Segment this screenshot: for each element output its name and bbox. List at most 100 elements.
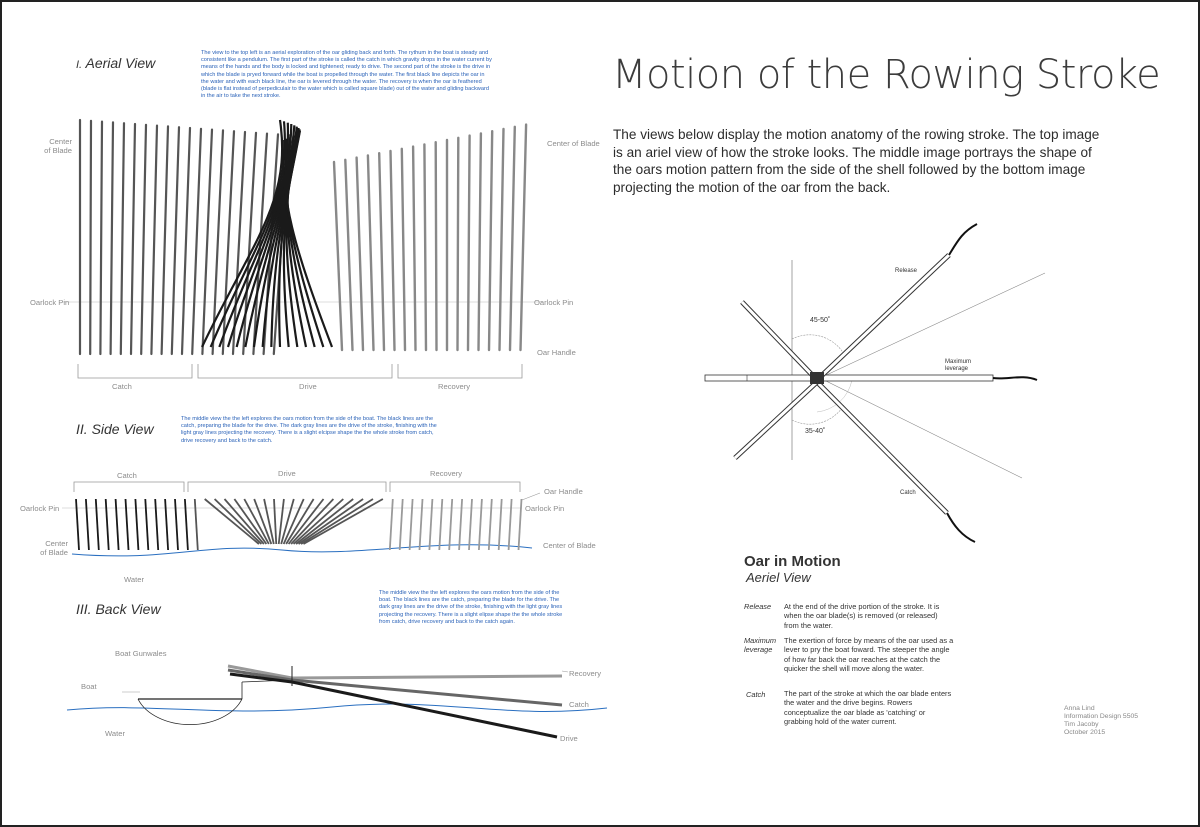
motion-blade-catch	[946, 512, 976, 543]
aerial-oar-catch	[150, 124, 159, 356]
side-oar	[213, 498, 263, 545]
side-oar	[295, 498, 354, 545]
side-handle-leader	[521, 492, 541, 501]
side-oar	[438, 498, 444, 551]
motion-guide-upper	[819, 272, 1046, 379]
back-label-boat: Boat	[81, 682, 97, 691]
aerial-oar-recovery	[508, 125, 516, 352]
side-oars	[75, 498, 523, 551]
side-water-line	[71, 544, 533, 557]
side-oar	[253, 498, 273, 545]
motion-angle-arc-bottom	[791, 404, 845, 425]
aerial-oar-drive	[286, 135, 308, 348]
aerial-oar-catch	[211, 129, 225, 356]
side-oar	[85, 498, 90, 551]
aerial-oar-drive	[282, 133, 300, 348]
side-oar	[104, 498, 110, 551]
credit-course: Information Design 5505	[1064, 713, 1139, 720]
side-oar	[154, 498, 160, 551]
side-oar	[282, 498, 305, 545]
motion-oarlock	[810, 372, 824, 384]
side-oar	[174, 498, 179, 551]
aerial-oar-catch	[170, 126, 181, 356]
aerial-oar-catch	[99, 120, 104, 356]
motion-angle-arc-top	[791, 334, 845, 355]
aerial-oar-drive	[285, 134, 299, 348]
back-water-line	[66, 703, 608, 712]
side-oar	[193, 498, 199, 551]
side-oar	[388, 498, 394, 551]
aerial-view-diagram	[62, 118, 542, 379]
side-oar	[292, 498, 344, 545]
side-oar	[398, 498, 404, 551]
motion-label-max-leverage: Maximum leverage	[945, 359, 972, 372]
side-label-center-of-blade-right: Center of Blade	[543, 541, 596, 550]
aerial-oar-drive	[218, 122, 290, 348]
side-oar	[478, 498, 483, 551]
back-roman-numeral: III.	[76, 601, 92, 617]
side-oar	[243, 498, 270, 545]
back-oar-drive	[229, 672, 558, 739]
aerial-oar-catch	[140, 123, 148, 356]
aerial-oar-recovery	[344, 158, 354, 352]
intro-paragraph: The views below display the motion anato…	[613, 127, 1100, 195]
aerial-oar-recovery	[366, 154, 375, 352]
side-oar	[223, 498, 265, 545]
aerial-oar-recovery	[434, 140, 438, 352]
back-label-boat-gunwales: Boat Gunwales	[115, 649, 167, 658]
aerial-roman-numeral: I.	[76, 59, 83, 71]
side-phase-recovery: Recovery	[430, 469, 463, 478]
side-label-water: Water	[124, 575, 144, 584]
aerial-oar-recovery	[456, 136, 460, 352]
side-oar	[298, 498, 364, 545]
back-label-recovery: Recovery	[569, 669, 602, 678]
back-view-heading: III. Back View	[76, 601, 161, 617]
side-oar	[428, 498, 434, 551]
aerial-phase-recovery: Recovery	[438, 382, 471, 391]
side-oar	[184, 498, 189, 551]
motion-label-release: Release	[895, 268, 918, 274]
aerial-oar-recovery	[498, 127, 505, 352]
aerial-phase-catch: Catch	[112, 382, 132, 391]
back-description: The middle view the the left explores th…	[379, 590, 563, 625]
motion-guide-lower	[819, 377, 1023, 479]
motion-label-catch: Catch	[900, 490, 916, 496]
side-phase-drive: Drive	[278, 469, 296, 478]
aerial-oar-catch	[119, 122, 126, 356]
credits: Anna Lind Information Design 5505 Tim Ja…	[1064, 705, 1138, 737]
side-view-heading: II. Side View	[76, 421, 154, 437]
legend-def-release: At the end of the drive portion of the s…	[784, 602, 940, 630]
aerial-view-title: Aerial View	[85, 55, 156, 71]
aerial-label-oarlock-pin-right: Oarlock Pin	[534, 298, 574, 307]
motion-angle-bottom: 35-40˚	[805, 428, 826, 435]
side-oar	[94, 498, 100, 551]
aerial-oar-recovery	[487, 129, 494, 352]
aerial-label-oar-handle: Oar Handle	[537, 348, 576, 357]
back-oar-recovery	[227, 664, 563, 680]
aerial-oar-drive	[284, 138, 325, 348]
aerial-phase-bracket	[77, 364, 193, 379]
back-boat-hull	[137, 698, 243, 725]
motion-blade-release	[948, 223, 978, 256]
side-oar	[134, 498, 140, 551]
aerial-oar-catch	[231, 130, 247, 356]
side-oar	[448, 498, 454, 551]
aerial-oar-recovery	[411, 145, 417, 352]
side-oar	[124, 498, 130, 551]
legend-term-catch: Catch	[746, 690, 766, 699]
motion-angle-top: 45-50˚	[810, 317, 831, 324]
side-oar	[164, 498, 169, 551]
aerial-oar-drive	[286, 137, 316, 348]
side-oar	[290, 498, 335, 545]
side-oar	[277, 498, 285, 545]
side-oar	[507, 498, 513, 551]
aerial-oar-drive	[281, 139, 334, 348]
back-label-drive: Drive	[560, 734, 578, 743]
aerial-oar-catch	[180, 126, 192, 356]
side-oar	[114, 498, 120, 551]
aerial-phase-bracket	[197, 364, 393, 379]
credit-date: October 2015	[1064, 729, 1106, 736]
back-label-water: Water	[105, 729, 125, 738]
side-oar	[285, 498, 315, 545]
